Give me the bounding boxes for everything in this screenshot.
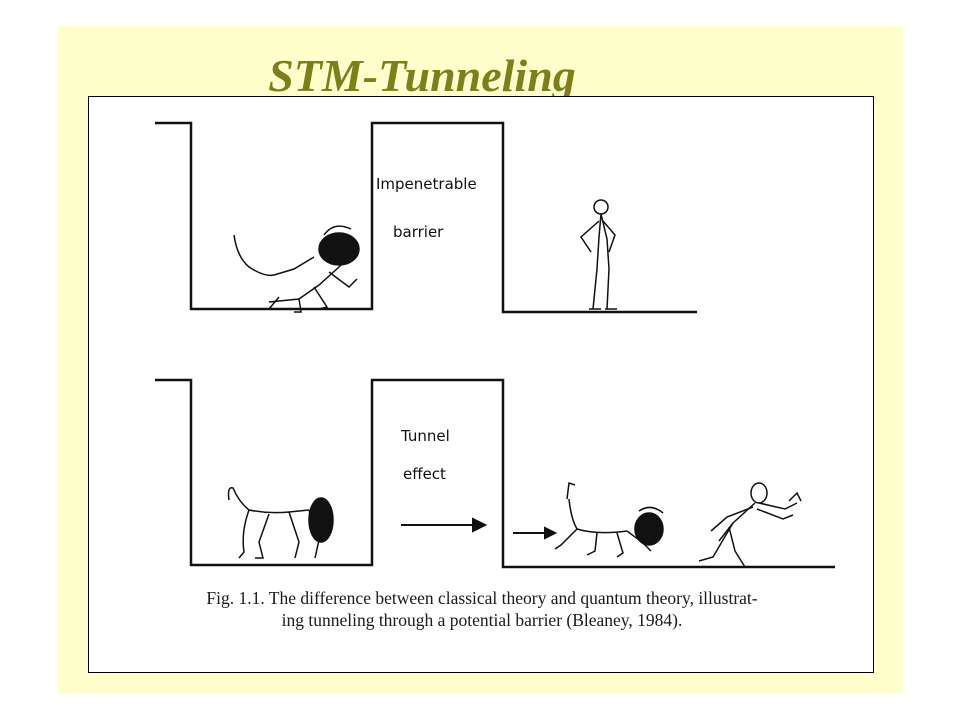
top-label-line1: Impenetrable: [376, 175, 477, 193]
tunneling-diagram: Impenetrable barrier Tunnel: [155, 121, 835, 569]
arrow-right-icon: [513, 526, 558, 540]
figure-panel: Impenetrable barrier Tunnel: [88, 96, 874, 673]
bottom-potential-profile: [155, 378, 835, 569]
lion-icon: [227, 487, 334, 559]
top-potential-profile: [155, 121, 697, 314]
figure-caption: Fig. 1.1. The difference between classic…: [89, 587, 875, 631]
bottom-label-line1: Tunnel: [400, 427, 450, 445]
caption-line1: Fig. 1.1. The difference between classic…: [206, 588, 758, 608]
caption-line2: ing tunneling through a potential barrie…: [281, 610, 683, 630]
top-label-line2: barrier: [393, 223, 444, 241]
person-icon: [698, 482, 802, 568]
arrow-right-icon: [401, 517, 488, 533]
lion-icon: [554, 481, 664, 558]
person-icon: [580, 199, 617, 310]
bottom-label-line2: effect: [403, 465, 446, 483]
lion-icon: [233, 225, 360, 313]
slide-title: STM-Tunneling: [268, 50, 576, 101]
